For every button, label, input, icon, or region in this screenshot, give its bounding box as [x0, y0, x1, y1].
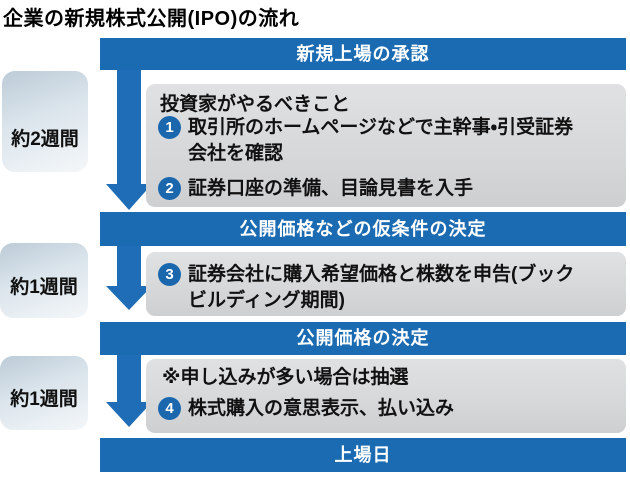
stage-bar-tentative-terms: 公開価格などの仮条件の決定: [100, 212, 626, 246]
stage-bar-listing-day: 上場日: [100, 438, 626, 472]
arrow-head: [106, 286, 152, 310]
arrow-stem: [117, 60, 141, 184]
list-item-step2: 2 証券口座の準備、目論見書を入手: [158, 176, 473, 202]
step-number-badge: 3: [158, 263, 181, 286]
duration-label-1week: 約1週間: [0, 356, 88, 430]
arrow-head: [106, 402, 152, 427]
page-title: 企業の新規株式公開(IPO)の流れ: [3, 8, 300, 30]
arrow-head: [106, 184, 152, 210]
lottery-note: ※申し込みが多い場合は抽選: [162, 367, 409, 388]
step-text: 証券会社に購入希望価格と株数を申告(ブック ビルディング期間): [188, 264, 575, 311]
duration-label-2weeks: 約2週間: [2, 71, 88, 172]
step-text: 株式購入の意思表示、払い込み: [188, 398, 455, 419]
step-number-badge: 4: [158, 397, 181, 420]
box-heading: 投資家がやるべきこと: [160, 94, 351, 115]
step-text: 証券口座の準備、目論見書を入手: [188, 178, 474, 199]
arrow-stem: [117, 353, 141, 402]
stage-bar-offer-price: 公開価格の決定: [100, 322, 626, 355]
duration-label-1week: 約1週間: [0, 243, 88, 318]
step-text: 取引所のホームページなどで主幹事・引受証券 会社を確認: [188, 117, 574, 164]
step-number-badge: 1: [158, 116, 181, 139]
stage-bar-listing-approval: 新規上場の承認: [100, 38, 626, 70]
arrow-stem: [117, 244, 141, 286]
content-box-purchase: ※申し込みが多い場合は抽選 4 株式購入の意思表示、払い込み: [146, 359, 626, 433]
list-item-step3: 3 証券会社に購入希望価格と株数を申告(ブック ビルディング期間): [158, 262, 574, 314]
list-item-step1: 1 取引所のホームページなどで主幹事・引受証券 会社を確認: [158, 115, 573, 167]
step-number-badge: 2: [158, 177, 181, 200]
list-item-step4: 4 株式購入の意思表示、払い込み: [158, 396, 454, 422]
content-box-investor-tasks: 投資家がやるべきこと 1 取引所のホームページなどで主幹事・引受証券 会社を確認…: [146, 84, 626, 207]
content-box-bookbuilding: 3 証券会社に購入希望価格と株数を申告(ブック ビルディング期間): [146, 252, 626, 316]
